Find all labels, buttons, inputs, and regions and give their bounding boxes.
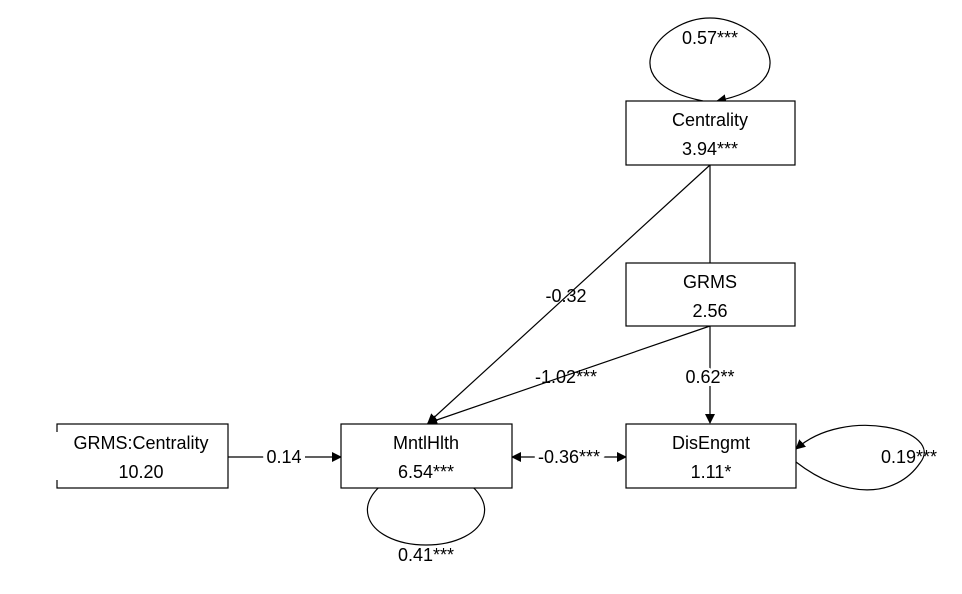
node-centrality: Centrality 3.94***	[625, 100, 796, 166]
coef-grms-to-disengmt: 0.62**	[685, 367, 734, 387]
coef-grms-to-mntlhlth: -1.02***	[535, 367, 597, 387]
node-grms-centrality-value: 10.20	[118, 462, 163, 482]
variance-loop-disengmt	[795, 424, 925, 491]
node-disengmt-value: 1.11*	[691, 462, 732, 482]
variance-label-mntlhlth: 0.41***	[398, 545, 454, 565]
path-grms-to-mntlhlth	[427, 325, 711, 425]
variance-loop-centrality	[649, 17, 771, 105]
node-grms-name: GRMS	[683, 272, 737, 292]
coef-mntlhlth-disengmt: -0.36***	[538, 447, 600, 467]
node-disengmt-name: DisEngmt	[672, 433, 750, 453]
coef-interaction-to-mntlhlth: 0.14	[266, 447, 301, 467]
node-centrality-name: Centrality	[672, 110, 748, 130]
node-grms-centrality: GRMS:Centrality 10.20	[55, 423, 229, 489]
variance-label-centrality: 0.57***	[682, 28, 738, 48]
variance-loop-mntlhlth	[366, 462, 486, 546]
node-grms: GRMS 2.56	[625, 262, 796, 327]
node-grms-centrality-name: GRMS:Centrality	[73, 433, 208, 453]
variance-label-disengmt: 0.19***	[881, 447, 937, 467]
path-centrality-to-mntlhlth	[427, 164, 711, 424]
node-centrality-value: 3.94***	[682, 139, 738, 159]
node-mntlhlth-name: MntlHlth	[393, 433, 459, 453]
node-disengmt: DisEngmt 1.11*	[625, 423, 797, 489]
coef-centrality-to-mntlhlth: -0.32	[545, 286, 586, 306]
node-mntlhlth-value: 6.54***	[398, 462, 454, 482]
node-grms-value: 2.56	[692, 301, 727, 321]
node-mntlhlth: MntlHlth 6.54***	[340, 423, 513, 489]
